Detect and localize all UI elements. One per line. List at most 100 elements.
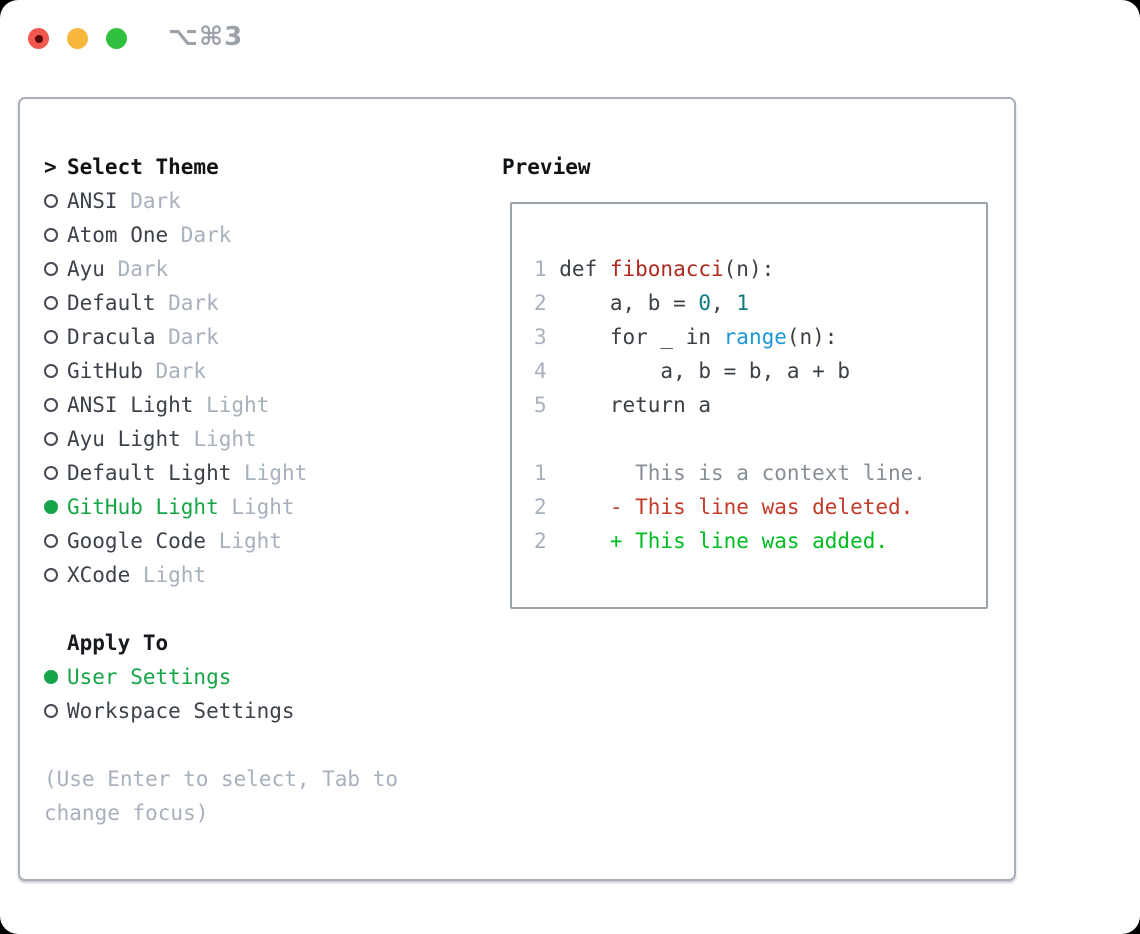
code-token: (n): <box>723 257 775 281</box>
help-text: (Use Enter to select, Tab to change focu… <box>44 767 399 825</box>
radio-icon <box>44 466 58 480</box>
theme-option[interactable]: Dracula Dark <box>44 320 494 354</box>
theme-option-variant: Dark <box>117 257 169 281</box>
theme-option-variant: Light <box>231 495 295 519</box>
radio-icon <box>44 432 58 446</box>
line-number: 1 <box>534 257 547 281</box>
apply-to-option-label: User Settings <box>67 665 232 689</box>
code-token: for _ in <box>559 325 724 349</box>
minimize-button[interactable] <box>67 28 88 49</box>
close-button[interactable] <box>28 28 49 49</box>
radio-selected-icon <box>44 670 58 684</box>
radio-icon <box>44 194 58 208</box>
radio-icon <box>44 330 58 344</box>
theme-option-variant: Light <box>193 427 257 451</box>
radio-icon <box>44 228 58 242</box>
diff-line-text: This line was deleted. <box>635 495 914 519</box>
code-token: a, b = <box>559 291 699 315</box>
apply-to-option[interactable]: User Settings <box>44 660 494 694</box>
theme-option-label: ANSI Light <box>67 393 194 417</box>
code-token: 0 <box>698 291 712 315</box>
radio-selected-icon <box>44 500 58 514</box>
preview-heading: Preview <box>502 155 591 179</box>
spacer <box>44 592 494 626</box>
spacer <box>44 728 494 762</box>
theme-option-label: Google Code <box>67 529 207 553</box>
theme-option-label: Default Light <box>67 461 232 485</box>
theme-option-variant: Dark <box>130 189 181 213</box>
blank-line <box>534 422 986 456</box>
diff-line-text: This is a context line. <box>635 461 926 485</box>
theme-option-label: GitHub <box>67 359 143 383</box>
theme-option[interactable]: Google Code Light <box>44 524 494 558</box>
radio-icon <box>44 364 58 378</box>
theme-option[interactable]: Default Dark <box>44 286 494 320</box>
theme-option-variant: Dark <box>180 223 232 247</box>
select-theme-heading-row: > Select Theme <box>44 150 494 184</box>
theme-option[interactable]: GitHub Dark <box>44 354 494 388</box>
theme-option[interactable]: ANSI Light Light <box>44 388 494 422</box>
context-marker <box>559 456 622 490</box>
code-token: fibonacci <box>609 257 724 281</box>
close-icon <box>34 34 43 43</box>
theme-option-label: Atom One <box>67 223 169 247</box>
theme-option[interactable]: ANSI Dark <box>44 184 494 218</box>
apply-to-option-label: Workspace Settings <box>67 699 295 723</box>
theme-option-label: XCode <box>67 563 131 587</box>
minus-marker: - <box>609 495 623 519</box>
zoom-button[interactable] <box>106 28 127 49</box>
code-token: a, b = b, a + b <box>559 359 851 383</box>
code-line: 4 a, b = b, a + b <box>534 354 986 388</box>
code-token: return a <box>559 393 711 417</box>
line-number: 5 <box>534 393 547 417</box>
radio-icon <box>44 296 58 310</box>
radio-icon <box>44 704 58 718</box>
theme-option[interactable]: XCode Light <box>44 558 494 592</box>
apply-to-heading-row: Apply To <box>44 626 494 660</box>
theme-option-label: ANSI <box>67 189 118 213</box>
line-number: 2 <box>534 291 547 315</box>
code-token: (n): <box>786 325 838 349</box>
plus-marker: + <box>609 529 623 553</box>
theme-option-variant: Light <box>218 529 282 553</box>
diff-preview: 1 This is a context line. 2 -This line was… <box>534 456 986 558</box>
theme-option-variant: Dark <box>155 359 207 383</box>
radio-icon <box>44 262 58 276</box>
code-token: range <box>723 325 787 349</box>
theme-option[interactable]: Ayu Dark <box>44 252 494 286</box>
radio-icon <box>44 534 58 548</box>
line-number: 4 <box>534 359 547 383</box>
apply-to-option[interactable]: Workspace Settings <box>44 694 494 728</box>
window-title: ⌥⌘3 <box>168 22 244 52</box>
code-token: 1 <box>736 291 749 315</box>
theme-option-variant: Light <box>142 563 207 587</box>
theme-option-label: Ayu <box>67 257 105 281</box>
theme-option[interactable]: Atom One Dark <box>44 218 494 252</box>
theme-option-label: Default <box>67 291 156 315</box>
line-number: 2 <box>534 495 547 519</box>
select-theme-heading: Select Theme <box>67 155 219 179</box>
line-number: 1 <box>534 461 547 485</box>
theme-option-variant: Dark <box>168 325 219 349</box>
code-token: , <box>711 291 737 315</box>
cursor-indicator: > <box>44 155 57 179</box>
theme-option[interactable]: Ayu Light Light <box>44 422 494 456</box>
line-number: 2 <box>534 529 547 553</box>
line-number: 3 <box>534 325 547 349</box>
theme-option-label: Ayu Light <box>67 427 181 451</box>
theme-option-variant: Dark <box>168 291 219 315</box>
apply-to-heading: Apply To <box>67 631 169 655</box>
theme-option-label: Dracula <box>67 325 156 349</box>
theme-option-variant: Light <box>206 393 270 417</box>
diff-line: 2 -This line was deleted. <box>534 490 986 524</box>
code-line: 2 a, b = 0, 1 <box>534 286 986 320</box>
